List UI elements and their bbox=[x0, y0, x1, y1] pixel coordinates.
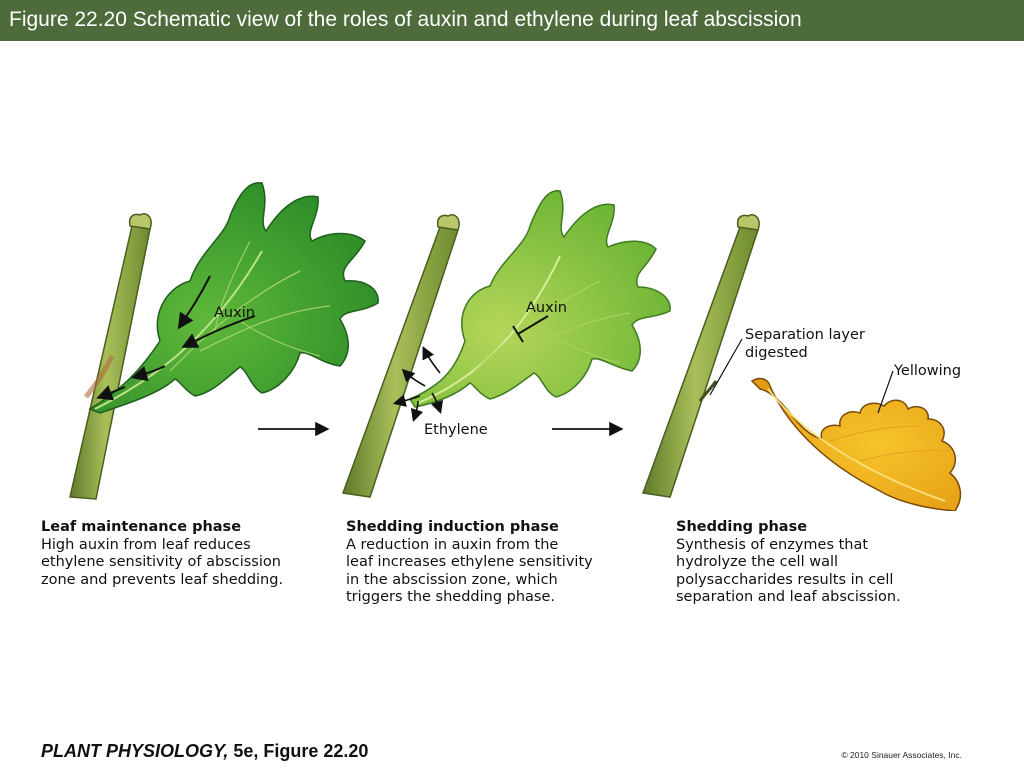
auxin-label-1: Auxin bbox=[214, 305, 255, 321]
title-bar: Figure 22.20 Schematic view of the roles… bbox=[0, 0, 1024, 41]
stem-2 bbox=[341, 214, 460, 498]
yellowing-label: Yellowing bbox=[893, 363, 961, 379]
caption-line: hydrolyze the cell wall bbox=[676, 554, 839, 571]
caption-line: triggers the shedding phase. bbox=[346, 589, 556, 606]
book-title: PLANT PHYSIOLOGY, bbox=[41, 741, 229, 761]
caption-title: Shedding induction phase bbox=[346, 519, 559, 535]
leaf-1-healthy bbox=[88, 182, 379, 414]
separation-label-line2: digested bbox=[745, 345, 808, 361]
figure-title: Figure 22.20 Schematic view of the roles… bbox=[9, 8, 802, 31]
stem-3 bbox=[641, 214, 760, 498]
yellowing-pointer bbox=[877, 370, 894, 414]
copyright-notice: © 2010 Sinauer Associates, Inc. bbox=[841, 750, 962, 760]
book-credit: PLANT PHYSIOLOGY, 5e, Figure 22.20 bbox=[41, 741, 368, 762]
caption-line: polysaccharides results in cell bbox=[676, 571, 894, 588]
caption-line: A reduction in auxin from the bbox=[346, 536, 559, 553]
separation-pointer bbox=[709, 338, 743, 396]
abscission-diagram: Auxin Auxin Ethylene Separation layer di… bbox=[69, 182, 962, 511]
ethylene-label: Ethylene bbox=[424, 422, 488, 438]
caption-line: zone and prevents leaf shedding. bbox=[41, 571, 284, 588]
auxin-label-2: Auxin bbox=[526, 300, 567, 316]
caption-line: Synthesis of enzymes that bbox=[676, 536, 869, 553]
caption-shedding: Shedding phase Synthesis of enzymes that… bbox=[676, 519, 901, 607]
caption-line: in the abscission zone, which bbox=[346, 571, 558, 588]
stem-1 bbox=[69, 213, 152, 500]
leaf-3-yellowing bbox=[750, 377, 962, 511]
caption-title: Leaf maintenance phase bbox=[41, 519, 242, 535]
caption-leaf-maintenance: Leaf maintenance phase High auxin from l… bbox=[41, 519, 283, 589]
caption-shedding-induction: Shedding induction phase A reduction in … bbox=[346, 519, 593, 607]
caption-title: Shedding phase bbox=[676, 519, 808, 535]
caption-line: leaf increases ethylene sensitivity bbox=[346, 554, 593, 571]
caption-line: separation and leaf abscission. bbox=[676, 589, 901, 606]
separation-label-line1: Separation layer bbox=[745, 327, 865, 343]
book-edition: 5e, Figure 22.20 bbox=[228, 741, 369, 761]
caption-line: ethylene sensitivity of abscission bbox=[41, 554, 281, 571]
leaf-2-declining bbox=[392, 190, 671, 423]
caption-line: High auxin from leaf reduces bbox=[41, 536, 251, 553]
